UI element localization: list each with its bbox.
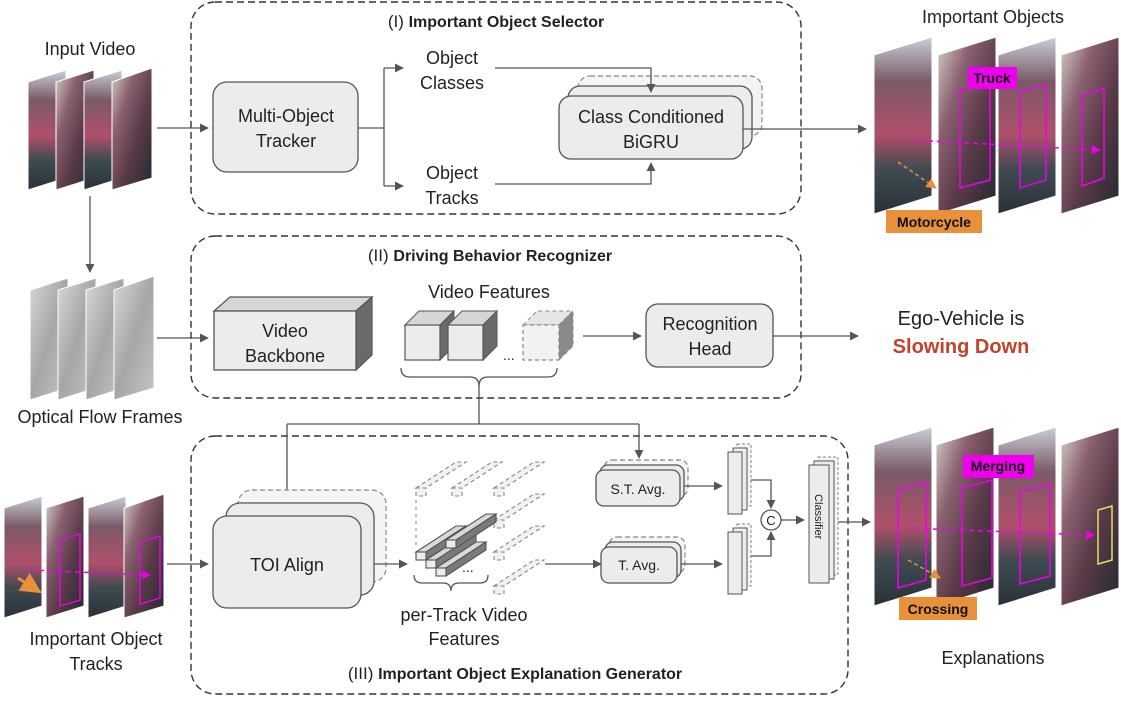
object-tracks-label-1: Object bbox=[426, 163, 478, 183]
important-tracks-frames bbox=[3, 493, 165, 619]
t-avg-box bbox=[600, 546, 678, 584]
classes-to-bigru-arrow bbox=[495, 67, 656, 93]
per-track-feature-bars bbox=[414, 461, 546, 595]
classifier-label: Classifier bbox=[812, 494, 824, 540]
selector-section bbox=[190, 1, 802, 215]
object-classes-label-2: Classes bbox=[420, 73, 484, 93]
st-feature-vector bbox=[727, 443, 752, 515]
t-to-concat-arrow bbox=[751, 531, 776, 557]
st-avg-label: S.T. Avg. bbox=[611, 481, 666, 497]
video-backbone-box bbox=[212, 295, 374, 372]
merging-tag-text: Merging bbox=[971, 458, 1025, 474]
crossing-tag-text: Crossing bbox=[908, 601, 969, 617]
tracker-label-1: Multi-Object bbox=[238, 106, 334, 126]
motorcycle-tag-text: Motorcycle bbox=[897, 214, 971, 230]
t-avg-label: T. Avg. bbox=[618, 557, 660, 573]
generator-title: (III) Important Object Explanation Gener… bbox=[348, 664, 682, 683]
merging-tag bbox=[963, 455, 1034, 478]
features-down-connector bbox=[287, 386, 639, 425]
selector-title: (I) Important Object Selector bbox=[388, 12, 604, 31]
object-classes-label-1: Object bbox=[426, 48, 478, 68]
input-video-frames bbox=[27, 67, 153, 191]
important-objects-label: Important Objects bbox=[922, 7, 1064, 27]
motorcycle-tag bbox=[886, 210, 982, 233]
concat-label: C bbox=[766, 513, 775, 528]
input-video-label: Input Video bbox=[45, 39, 136, 59]
head-label-1: Recognition bbox=[662, 314, 757, 334]
t-feature-vector bbox=[727, 523, 752, 595]
tracker-branch bbox=[358, 68, 385, 186]
explanations-label: Explanations bbox=[941, 648, 1044, 668]
tracker-label-2: Tracker bbox=[256, 131, 316, 151]
recognizer-section bbox=[190, 235, 802, 399]
bigru-box bbox=[558, 95, 744, 160]
head-label-2: Head bbox=[688, 339, 731, 359]
truck-tag bbox=[968, 67, 1017, 89]
recognizer-title: (II) Driving Behavior Recognizer bbox=[368, 246, 612, 265]
toi-align-box bbox=[212, 515, 362, 609]
video-feature-cubes bbox=[403, 309, 575, 362]
crossing-tag bbox=[899, 597, 977, 620]
backbone-label-1: Video bbox=[262, 321, 308, 341]
per-track-label-2: Features bbox=[428, 629, 499, 649]
important-tracks-label-1: Important Object bbox=[29, 629, 162, 649]
st-avg-box bbox=[595, 469, 681, 507]
bigru-label-1: Class Conditioned bbox=[578, 107, 724, 127]
bigru-label-2: BiGRU bbox=[623, 132, 679, 152]
important-tracks-label-2: Tracks bbox=[69, 654, 122, 674]
classifier-box bbox=[808, 464, 830, 584]
features-brace bbox=[400, 367, 558, 387]
multi-object-tracker-box bbox=[212, 81, 359, 173]
truck-tag-text: Truck bbox=[973, 70, 1011, 86]
slowing-down-label: Slowing Down bbox=[893, 336, 1030, 358]
toi-align-label: TOI Align bbox=[250, 555, 324, 575]
per-track-label-1: per-Track Video bbox=[400, 605, 527, 625]
generator-section bbox=[190, 435, 849, 695]
tracks-to-bigru-arrow bbox=[495, 162, 656, 185]
per-track-ellipsis: ... bbox=[462, 559, 474, 575]
features-ellipsis: ... bbox=[503, 347, 515, 363]
optical-flow-label: Optical Flow Frames bbox=[17, 407, 182, 427]
optical-flow-frames bbox=[29, 275, 155, 401]
video-features-label: Video Features bbox=[428, 282, 550, 302]
st-to-concat-arrow bbox=[751, 479, 776, 509]
per-track-brace bbox=[413, 574, 489, 592]
backbone-label-2: Backbone bbox=[245, 346, 325, 366]
explanation-frames bbox=[873, 426, 1120, 607]
important-objects-frames bbox=[873, 36, 1120, 215]
object-tracks-label-2: Tracks bbox=[425, 188, 478, 208]
ego-vehicle-label: Ego-Vehicle is bbox=[898, 308, 1025, 330]
